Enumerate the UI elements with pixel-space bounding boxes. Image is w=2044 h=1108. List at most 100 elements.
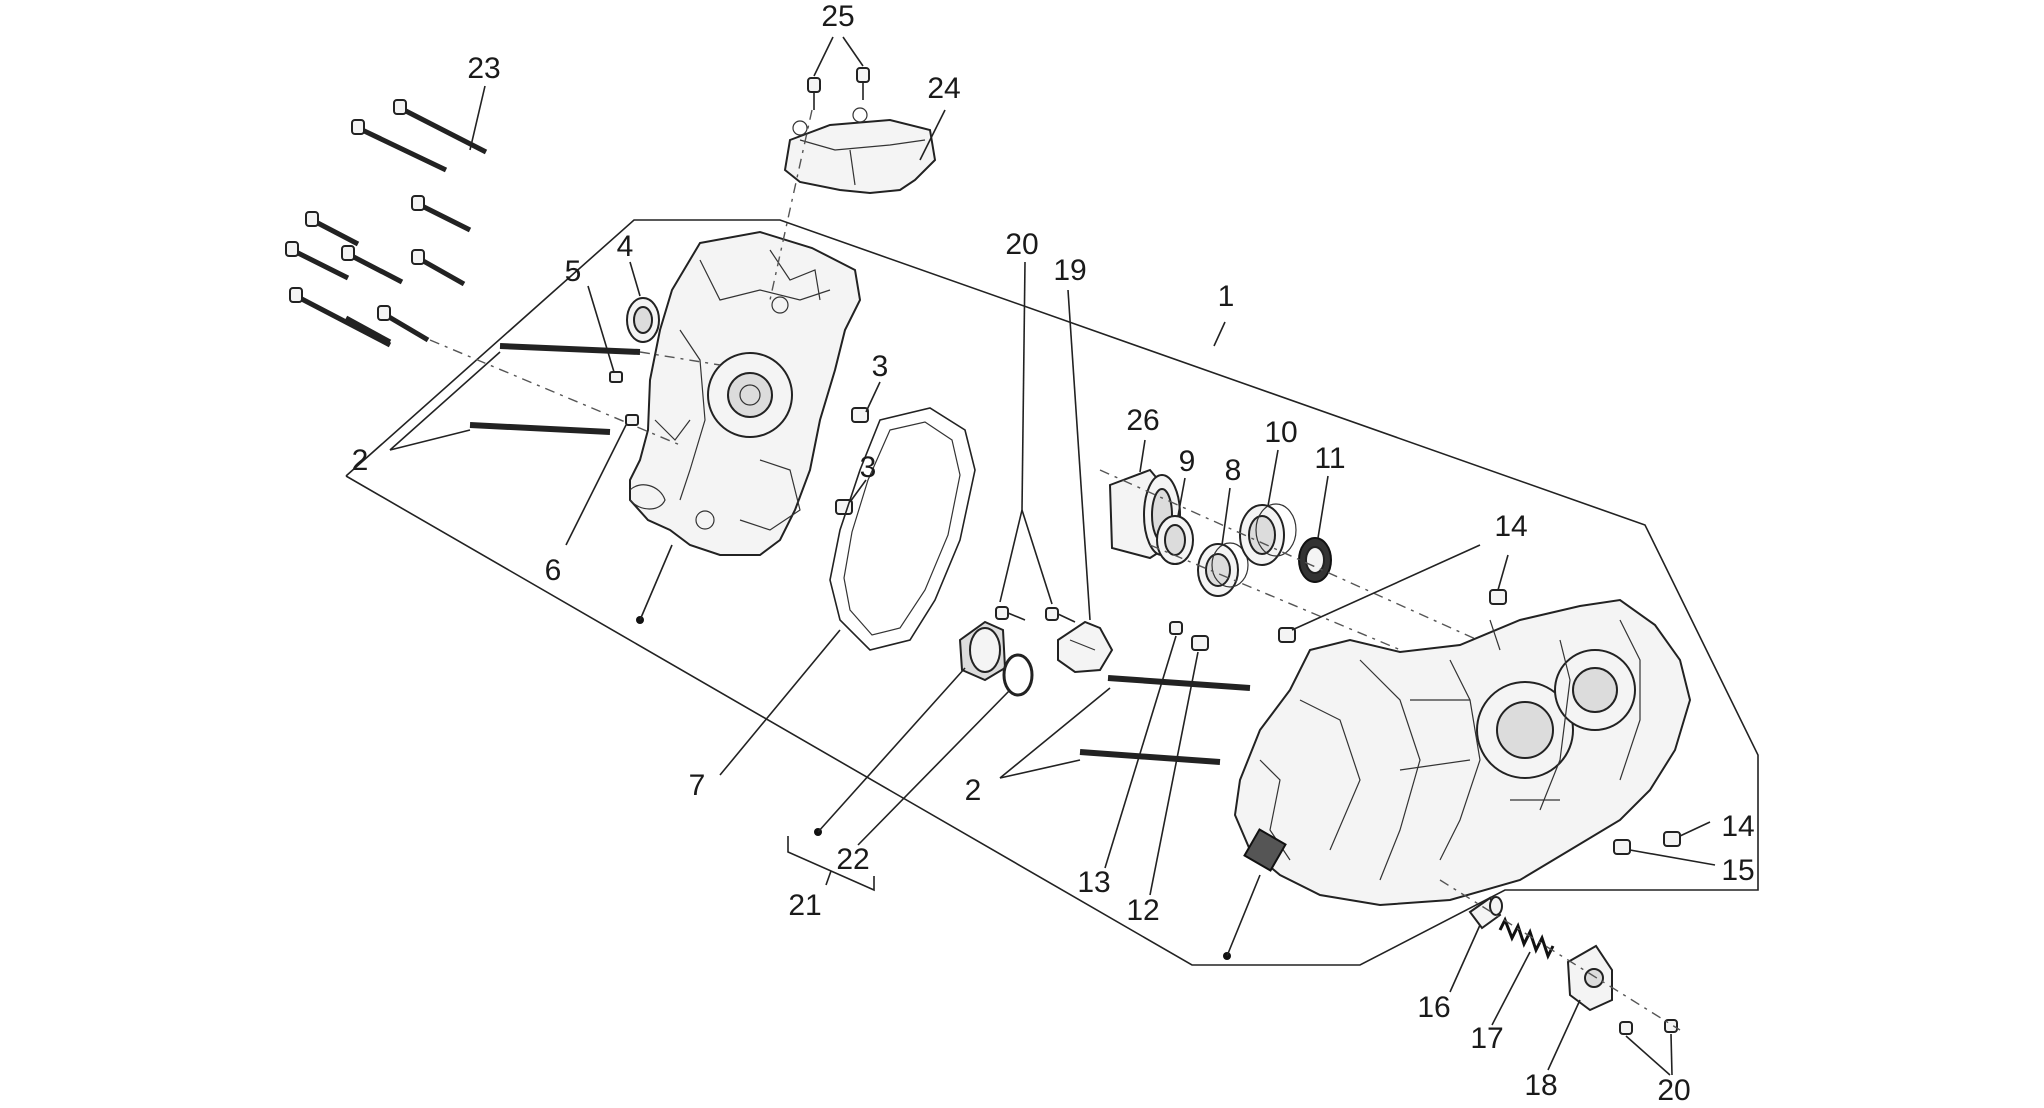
o-ring-22 <box>1002 653 1034 697</box>
leader-18 <box>1547 999 1581 1071</box>
label-4: 4 <box>617 230 634 263</box>
leader-5 <box>587 285 615 373</box>
leader-20b <box>1021 509 1053 605</box>
sleeve-16 <box>1468 896 1503 930</box>
axis-studs-left <box>639 351 721 366</box>
leader-left-half <box>639 544 673 621</box>
plate-18 <box>1566 944 1613 1012</box>
leader-10 <box>1267 449 1279 507</box>
label-13: 13 <box>1077 866 1110 899</box>
leader-2b <box>389 429 471 451</box>
leader-3b <box>849 479 867 503</box>
label-2a: 2 <box>352 444 369 477</box>
leader-2d <box>999 759 1081 779</box>
leader-17 <box>1491 951 1531 1026</box>
label-21: 21 <box>788 889 821 922</box>
leader-24 <box>919 109 946 161</box>
leader-12 <box>1149 651 1199 896</box>
leader-15 <box>1629 849 1716 866</box>
screws-25 <box>807 67 870 110</box>
oil-seal-4 <box>626 297 660 343</box>
seal-11 <box>1298 537 1332 583</box>
leader-20a <box>999 509 1023 603</box>
screws-20-lower <box>1619 1019 1678 1035</box>
label-3b: 3 <box>860 451 877 484</box>
studs-2-left <box>469 343 641 435</box>
label-5: 5 <box>565 255 582 288</box>
bracket-21-tick <box>825 870 832 886</box>
label-20a: 20 <box>1005 228 1038 261</box>
bearing-8 <box>1197 542 1249 597</box>
label-2b: 2 <box>965 774 982 807</box>
leader-9 <box>1177 477 1186 517</box>
cap-part-21 <box>958 620 1007 682</box>
leader-11 <box>1317 475 1329 539</box>
leader-right-half <box>1226 874 1261 957</box>
label-24: 24 <box>927 72 960 105</box>
bolts-23 <box>285 99 488 348</box>
leader-19 <box>1067 289 1091 621</box>
leader-13 <box>1104 635 1177 869</box>
leader-7 <box>719 629 841 776</box>
label-14a: 14 <box>1494 510 1527 543</box>
screws-20-upper <box>995 606 1076 623</box>
label-1: 1 <box>1218 280 1235 313</box>
leader-2a <box>389 351 501 451</box>
label-16: 16 <box>1417 991 1450 1024</box>
label-9: 9 <box>1179 445 1196 478</box>
label-22: 22 <box>836 843 869 876</box>
axis-cover <box>769 109 813 301</box>
label-26: 26 <box>1126 404 1159 437</box>
axis-bottom <box>1439 879 1681 1031</box>
leader-25b <box>842 36 864 67</box>
label-17: 17 <box>1470 1022 1503 1055</box>
axis-bolts <box>429 339 681 446</box>
leader-21-dot <box>817 667 966 833</box>
assembly-outline <box>345 219 1759 966</box>
leader-26 <box>1139 439 1146 473</box>
label-20b: 20 <box>1657 1074 1690 1107</box>
leader-20c <box>1021 261 1026 511</box>
leader-23 <box>469 85 486 151</box>
leader-8 <box>1221 487 1231 546</box>
label-14b: 14 <box>1721 810 1754 843</box>
leader-4 <box>629 261 641 297</box>
label-12: 12 <box>1126 894 1159 927</box>
label-18: 18 <box>1524 1069 1557 1102</box>
label-25: 25 <box>821 0 854 33</box>
leader-25a <box>813 36 834 77</box>
bearing-10 <box>1239 503 1297 566</box>
leader-1 <box>1213 321 1226 347</box>
leader-16 <box>1449 924 1481 993</box>
leader-14b <box>1497 554 1509 591</box>
leader-2c <box>999 687 1111 779</box>
dowels-5-6 <box>609 371 639 426</box>
label-7: 7 <box>689 769 706 802</box>
label-19: 19 <box>1053 254 1086 287</box>
leader-14a <box>1291 544 1481 631</box>
label-23: 23 <box>467 52 500 85</box>
cover-part-24 <box>783 107 937 195</box>
label-3a: 3 <box>872 350 889 383</box>
spring-17 <box>1498 916 1555 960</box>
studs-2-right <box>1079 675 1251 765</box>
leader-14c <box>1679 821 1711 837</box>
label-15: 15 <box>1721 854 1754 887</box>
fittings-12-13 <box>1169 621 1209 651</box>
label-6: 6 <box>545 554 562 587</box>
dowel-15 <box>1613 839 1631 855</box>
leader-22 <box>857 689 1011 846</box>
part-19 <box>1057 620 1114 674</box>
gasket-7 <box>829 407 976 651</box>
leader-3a <box>865 381 881 413</box>
leader-6 <box>565 424 627 546</box>
label-8: 8 <box>1225 454 1242 487</box>
label-10: 10 <box>1264 416 1297 449</box>
right-crankcase-half <box>1233 598 1692 907</box>
leader-20e <box>1670 1033 1673 1076</box>
leader-20d <box>1625 1035 1671 1076</box>
left-crankcase-half <box>629 230 862 556</box>
seal-9 <box>1156 515 1194 565</box>
label-11: 11 <box>1314 442 1345 475</box>
